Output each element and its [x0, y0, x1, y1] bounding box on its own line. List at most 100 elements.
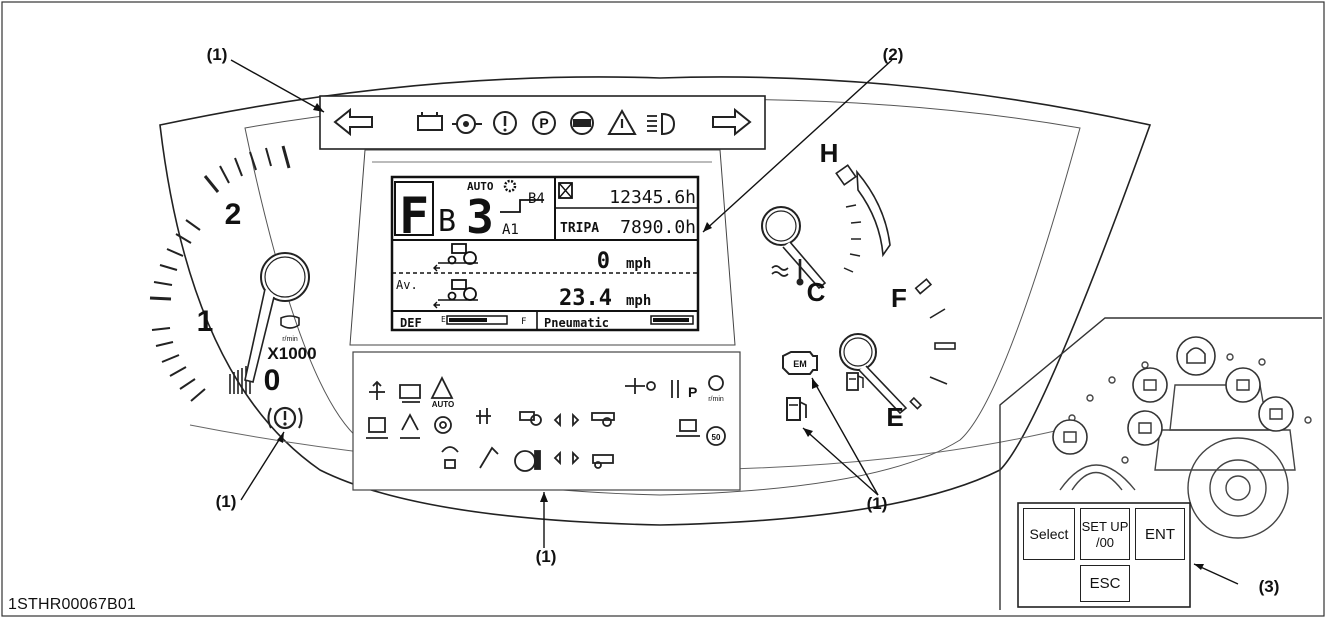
battery-charge-icon	[417, 112, 443, 131]
rear-tractor-icon	[591, 412, 615, 427]
inset-work-light-icons	[1052, 367, 1294, 455]
indicator-50-text: 50	[712, 433, 721, 442]
tachometer-needle	[244, 252, 310, 383]
stop-icon	[570, 111, 594, 135]
def-level-bar	[446, 315, 508, 325]
parking-brake-icon: P	[532, 111, 556, 135]
tach-mark-2: 2	[225, 198, 242, 231]
range-two-icon	[553, 450, 580, 466]
pneumatic-label: Pneumatic	[544, 316, 609, 330]
svg-text:P: P	[539, 115, 548, 131]
differential-lock-icon	[434, 416, 452, 434]
right-turn-arrow-icon	[712, 107, 752, 137]
callout-1-top: (1)	[207, 45, 228, 64]
setup-button-label-line1: SET UP	[1081, 518, 1129, 534]
oil-pressure-icon	[452, 114, 482, 134]
indicator-auto-text: AUTO	[432, 400, 455, 409]
fuel-full-mark: F	[891, 283, 907, 313]
auto-steer-icon	[430, 375, 454, 399]
implement-icon	[400, 413, 420, 439]
tractor-speed-icon	[433, 243, 478, 272]
ent-button-label: ENT	[1145, 525, 1175, 543]
ent-button[interactable]: ENT	[1135, 508, 1185, 560]
range-one-icon	[553, 412, 580, 428]
gear-number: 3	[466, 190, 494, 244]
fuel-empty-mark: E	[886, 402, 903, 432]
callout-1-right: (1)	[867, 494, 888, 513]
trailer-icon	[592, 454, 614, 469]
tach-mark-1: 1	[197, 305, 214, 338]
engine-malfunction-icon	[782, 351, 818, 375]
engine-rpm-icon	[280, 315, 300, 329]
indicator-rmin-text: r/min	[708, 396, 724, 403]
tachometer-ticks	[149, 145, 291, 402]
gear-position-indicator	[500, 199, 544, 213]
temperature-gauge	[761, 164, 891, 290]
temp-low-mark: C	[807, 277, 826, 307]
four-wd-auto-icon	[625, 378, 656, 394]
avg-speed-unit: mph	[626, 293, 651, 309]
tach-unit-label: r/min	[282, 336, 298, 343]
high-beam-icon	[647, 112, 676, 136]
speed-unit: mph	[626, 256, 651, 272]
callout-1-left: (1)	[216, 492, 237, 511]
def-full-mark: F	[521, 317, 526, 327]
fuel-gauge	[839, 278, 956, 415]
pto-icon	[399, 384, 421, 403]
gear-b-letter: B	[438, 204, 456, 239]
auto-gear-icon	[503, 179, 517, 193]
b4-label: B4	[528, 191, 545, 207]
auto-label: AUTO	[467, 180, 494, 193]
engine-malfunction-label: EM	[793, 359, 807, 369]
hour-meter-value: 12345.6h	[609, 187, 696, 208]
brake-warning-icon	[267, 406, 303, 430]
lift-cylinder-icon	[479, 446, 499, 469]
setup-button[interactable]: SET UP /00	[1080, 508, 1130, 560]
hitch-icon	[369, 380, 385, 400]
avg-speed-value: 23.4	[559, 286, 612, 311]
display-bezel	[349, 149, 736, 346]
low-fuel-icon	[786, 397, 807, 421]
warning-lamp-bar	[319, 95, 766, 150]
callout-2: (2)	[883, 45, 904, 64]
callout-arrowheads	[277, 103, 1204, 570]
esc-button[interactable]: ESC	[1080, 565, 1130, 602]
tractor-average-speed-icon	[433, 279, 478, 309]
inset-light-glyphs	[1063, 379, 1283, 443]
def-label: DEF	[400, 316, 422, 330]
select-button-label: Select	[1029, 526, 1069, 542]
coolant-warning-icon	[493, 111, 517, 135]
coolant-temp-icon	[771, 259, 804, 286]
callout-1-bottom: (1)	[536, 547, 557, 566]
tire-pressure-icon	[676, 419, 700, 437]
indicator-lamp-panel	[352, 351, 741, 491]
gear-range-letter: F	[399, 187, 429, 245]
gear-range-box	[394, 181, 434, 236]
inset-frame	[999, 317, 1322, 610]
inset-beacon-light-icon	[1176, 336, 1216, 376]
hitch-p-icon	[671, 380, 679, 398]
esc-button-label: ESC	[1089, 575, 1121, 592]
rear-hitch-detail-icon	[534, 450, 541, 470]
callout-3: (3)	[1259, 577, 1280, 596]
temp-high-mark: H	[820, 138, 839, 168]
select-button[interactable]: Select	[1023, 508, 1075, 560]
front-tractor-icon	[519, 411, 542, 426]
speed-limit-icon	[706, 426, 726, 446]
indicator-icons	[366, 375, 726, 472]
trip-value: 7890.0h	[620, 217, 696, 238]
indicator-p-text: P	[688, 384, 697, 400]
lift-arm-icon	[476, 408, 491, 424]
speed-value: 0	[597, 249, 610, 274]
figure-id-label: 1STHR00067B01	[8, 596, 137, 613]
dashboard-housing	[159, 76, 1152, 526]
trip-label: TRIPA	[560, 221, 599, 236]
fuel-pump-icon	[846, 372, 864, 391]
hour-meter-icon	[558, 182, 573, 199]
tilt-hitch-icon	[441, 446, 459, 469]
a1-label: A1	[502, 222, 519, 238]
lcd-display	[390, 175, 700, 332]
def-empty-mark: E	[441, 315, 446, 324]
pneumatic-level-bar	[650, 315, 694, 325]
